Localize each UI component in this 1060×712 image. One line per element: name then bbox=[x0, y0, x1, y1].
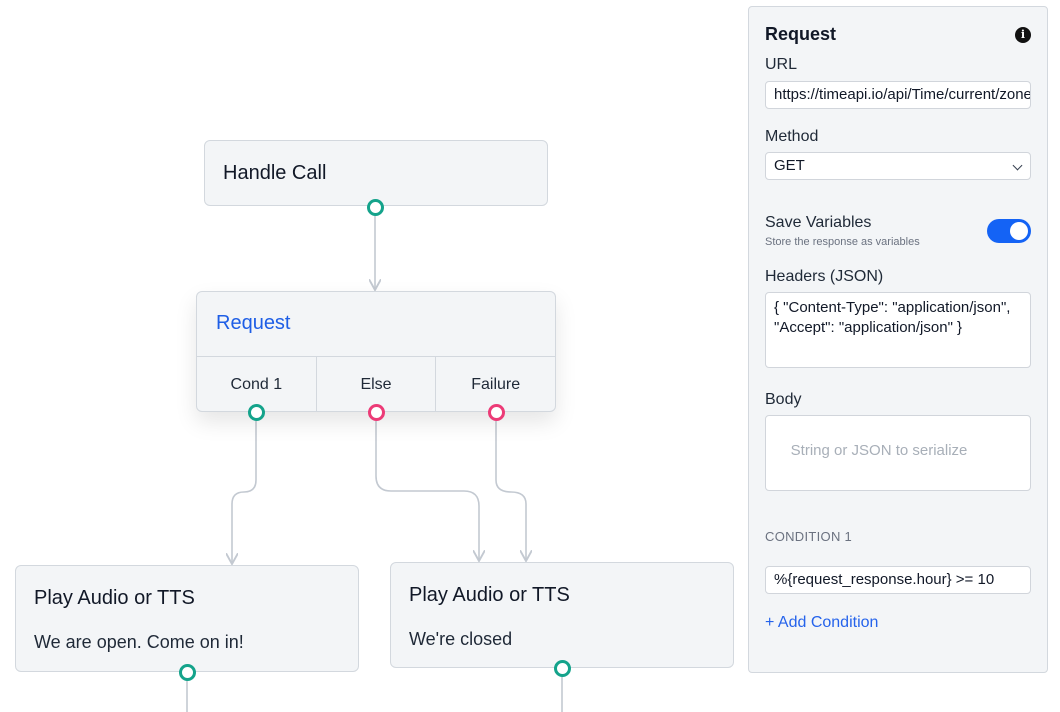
edge-else-to-closed[interactable] bbox=[375, 421, 479, 561]
panel-title: Request bbox=[765, 24, 837, 44]
save-variables-hint: Store the response as variables bbox=[765, 236, 920, 248]
branch-else[interactable]: Else bbox=[315, 357, 436, 411]
play-audio-open-output-port[interactable] bbox=[178, 663, 196, 681]
play-audio-open-node[interactable]: Play Audio or TTS We are open. Come on i… bbox=[15, 565, 359, 672]
edge-failure-to-closed[interactable] bbox=[495, 421, 526, 561]
request-properties-panel: Request i URL https://timeapi.io/api/Tim… bbox=[748, 6, 1048, 673]
method-label: Method bbox=[765, 128, 819, 145]
body-placeholder: String or JSON to serialize bbox=[790, 442, 968, 459]
play-audio-closed-node[interactable]: Play Audio or TTS We're closed bbox=[390, 562, 734, 668]
url-input[interactable]: https://timeapi.io/api/Time/current/zone… bbox=[765, 81, 1031, 109]
headers-textarea[interactable]: { "Content-Type": "application/json", "A… bbox=[765, 292, 1031, 368]
handle-call-output-port[interactable] bbox=[366, 198, 384, 216]
body-textarea[interactable]: String or JSON to serialize bbox=[765, 415, 1031, 491]
play-audio-closed-output-port[interactable] bbox=[553, 659, 571, 677]
save-variables-label: Save Variables bbox=[765, 214, 872, 231]
info-icon[interactable]: i bbox=[1015, 27, 1031, 43]
condition-1-heading: CONDITION 1 bbox=[765, 529, 853, 544]
chevron-down-icon bbox=[1012, 160, 1023, 171]
play-audio-open-text: We are open. Come on in! bbox=[34, 632, 244, 652]
headers-label: Headers (JSON) bbox=[765, 268, 884, 285]
else-output-port[interactable] bbox=[367, 403, 385, 421]
request-node-title: Request bbox=[216, 312, 291, 334]
branch-failure[interactable]: Failure bbox=[435, 357, 555, 411]
play-audio-closed-title: Play Audio or TTS bbox=[409, 584, 570, 606]
play-audio-closed-text: We're closed bbox=[409, 629, 513, 649]
handle-call-node[interactable]: Handle Call bbox=[204, 140, 548, 206]
method-select[interactable]: GET bbox=[765, 152, 1031, 180]
request-branches: Cond 1 Else Failure bbox=[197, 356, 555, 411]
edge-cond1-to-open[interactable] bbox=[232, 421, 257, 564]
save-variables-toggle[interactable] bbox=[987, 219, 1031, 243]
method-selected-value: GET bbox=[774, 157, 805, 174]
flow-canvas[interactable]: Handle Call Request Cond 1 Else Failure … bbox=[0, 0, 740, 712]
handle-call-title: Handle Call bbox=[223, 162, 327, 184]
condition-1-input[interactable]: %{request_response.hour} >= 10 bbox=[765, 566, 1031, 594]
request-node[interactable]: Request Cond 1 Else Failure bbox=[196, 291, 556, 412]
cond-1-output-port[interactable] bbox=[247, 403, 265, 421]
failure-output-port[interactable] bbox=[487, 403, 505, 421]
add-condition-button[interactable]: + Add Condition bbox=[765, 614, 879, 631]
url-label: URL bbox=[765, 56, 798, 73]
branch-cond-1[interactable]: Cond 1 bbox=[230, 376, 283, 393]
toggle-knob bbox=[1010, 222, 1028, 240]
body-label: Body bbox=[765, 391, 802, 408]
play-audio-open-title: Play Audio or TTS bbox=[34, 587, 195, 609]
